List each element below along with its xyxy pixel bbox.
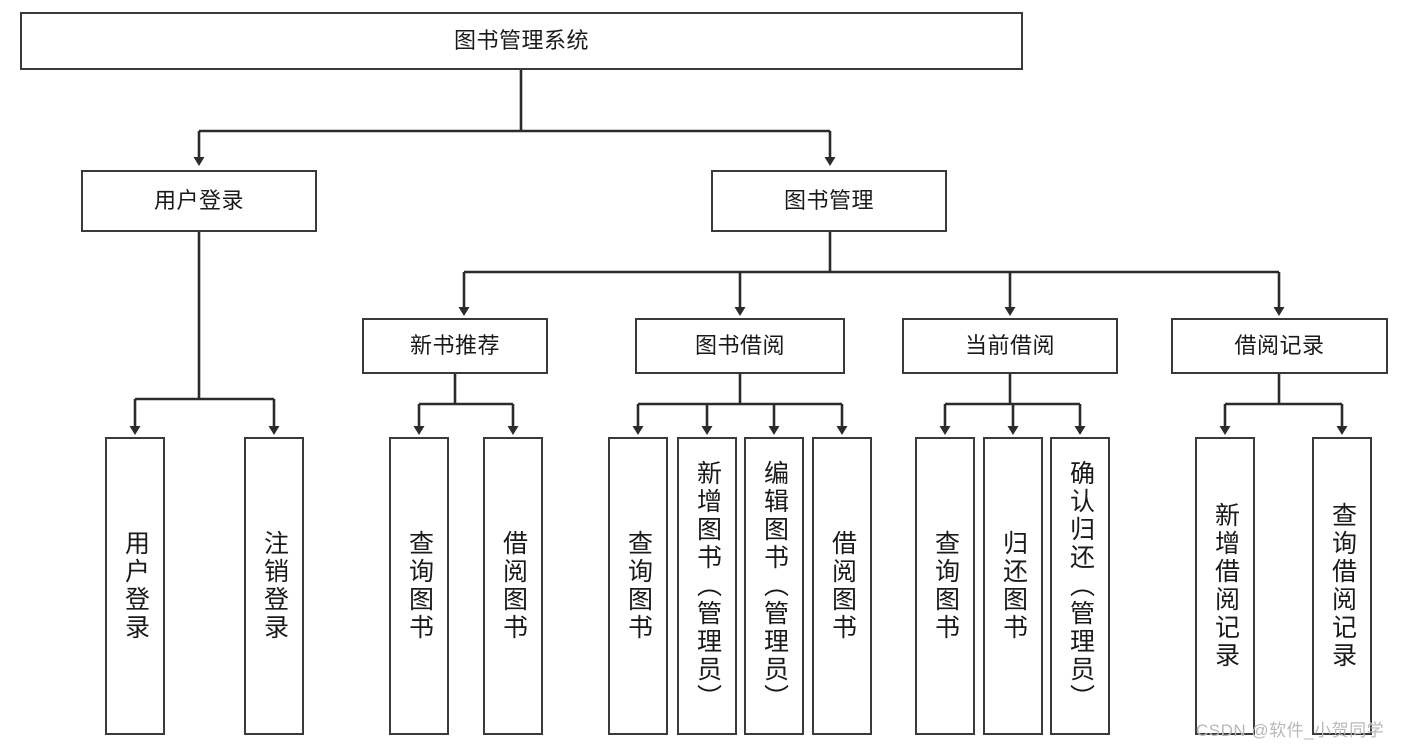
node-label: 查询借阅记录 — [1328, 502, 1357, 670]
node-leaf-query-book-3[interactable]: 查询图书 — [915, 437, 975, 735]
node-label: 用户登录 — [153, 187, 244, 213]
node-root-system[interactable]: 图书管理系统 — [20, 12, 1023, 70]
node-leaf-add-book-admin[interactable]: 新增图书（管理员） — [677, 437, 737, 735]
node-user-login[interactable]: 用户登录 — [81, 170, 317, 232]
node-leaf-borrow-book-2[interactable]: 借阅图书 — [812, 437, 872, 735]
node-leaf-edit-book-admin[interactable]: 编辑图书（管理员） — [744, 437, 804, 735]
node-label: 确认归还（管理员） — [1066, 460, 1095, 712]
node-borrow-record[interactable]: 借阅记录 — [1171, 318, 1388, 374]
node-label: 注销登录 — [260, 530, 289, 642]
node-label: 用户登录 — [121, 530, 150, 642]
node-leaf-confirm-return-admin[interactable]: 确认归还（管理员） — [1050, 437, 1110, 735]
node-label: 借阅图书 — [828, 530, 857, 642]
node-label: 图书管理 — [783, 187, 874, 213]
node-leaf-return-book[interactable]: 归还图书 — [983, 437, 1043, 735]
node-book-management[interactable]: 图书管理 — [711, 170, 947, 232]
node-label: 当前借阅 — [964, 332, 1055, 358]
node-label: 借阅记录 — [1234, 332, 1325, 358]
node-label: 新增图书（管理员） — [693, 460, 722, 712]
node-leaf-user-login[interactable]: 用户登录 — [105, 437, 165, 735]
node-leaf-query-book-2[interactable]: 查询图书 — [608, 437, 668, 735]
node-label: 新书推荐 — [409, 332, 500, 358]
node-label: 查询图书 — [624, 530, 653, 642]
node-current-borrow[interactable]: 当前借阅 — [902, 318, 1118, 374]
node-book-borrow[interactable]: 图书借阅 — [635, 318, 845, 374]
node-label: 编辑图书（管理员） — [760, 460, 789, 712]
node-label: 查询图书 — [931, 530, 960, 642]
node-leaf-add-borrow-record[interactable]: 新增借阅记录 — [1195, 437, 1255, 735]
node-leaf-user-logout[interactable]: 注销登录 — [244, 437, 304, 735]
node-leaf-query-borrow-record[interactable]: 查询借阅记录 — [1312, 437, 1372, 735]
node-leaf-query-book-1[interactable]: 查询图书 — [389, 437, 449, 735]
node-label: 图书管理系统 — [453, 27, 589, 53]
node-label: 归还图书 — [999, 530, 1028, 642]
node-label: 借阅图书 — [499, 530, 528, 642]
node-leaf-borrow-book-1[interactable]: 借阅图书 — [483, 437, 543, 735]
watermark: CSDN @软件_小贺同学 — [1196, 721, 1385, 740]
node-label: 查询图书 — [405, 530, 434, 642]
node-label: 新增借阅记录 — [1211, 502, 1240, 670]
node-new-book-recommend[interactable]: 新书推荐 — [362, 318, 548, 374]
node-label: 图书借阅 — [694, 332, 785, 358]
